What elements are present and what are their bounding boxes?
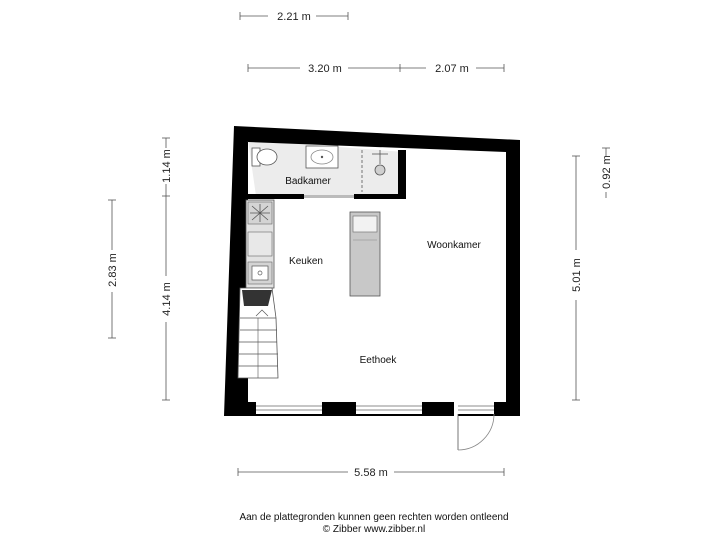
dimension-label-left-upper: 1.14 m	[161, 149, 173, 183]
dimension-label-bottom: 5.58 m	[354, 467, 388, 479]
dimension-top-row	[247, 64, 505, 72]
dimension-right-small	[602, 147, 610, 198]
toilet-icon	[251, 147, 278, 167]
dimension-left-inner	[162, 137, 170, 401]
dimension-label-top-left: 3.20 m	[308, 63, 342, 75]
dimension-bottom	[237, 468, 505, 476]
dimension-top-small	[239, 12, 349, 20]
bathroom-door-opening	[304, 195, 354, 198]
kitchen-sink-icon	[251, 265, 269, 281]
entrance-door	[454, 402, 495, 451]
dimension-label-right-main: 5.01 m	[571, 258, 583, 292]
window-bottom-left	[256, 402, 322, 414]
room-label-woonkamer: Woonkamer	[427, 240, 481, 251]
bathroom-wall-bottom-right	[354, 194, 406, 199]
sink-icon	[305, 145, 339, 169]
footer-disclaimer: Aan de plattegronden kunnen geen rechten…	[239, 512, 508, 523]
room-label-keuken: Keuken	[289, 256, 323, 267]
cooktop-icon	[250, 204, 270, 222]
bathroom-wall-bottom-left	[246, 194, 304, 199]
dimension-label-left-lower: 4.14 m	[161, 282, 173, 316]
dimension-label-right-small: 0.92 m	[601, 155, 613, 189]
dimension-label-top-small: 2.21 m	[277, 11, 311, 23]
dimension-left-outer	[108, 199, 116, 339]
dimension-label-left-outer: 2.83 m	[107, 253, 119, 287]
footer-copyright: © Zibber www.zibber.nl	[323, 524, 425, 535]
bathroom-wall-right	[398, 150, 406, 198]
window-bottom-right	[458, 402, 494, 414]
room-label-badkamer: Badkamer	[285, 176, 331, 187]
dimension-right-main	[572, 155, 580, 401]
shower-head-icon	[372, 150, 388, 176]
dimension-label-top-right: 2.07 m	[435, 63, 469, 75]
staircase	[237, 287, 279, 379]
window-bottom-middle	[356, 402, 422, 414]
room-label-eethoek: Eethoek	[360, 355, 398, 366]
sofa-bed-icon	[349, 211, 381, 297]
